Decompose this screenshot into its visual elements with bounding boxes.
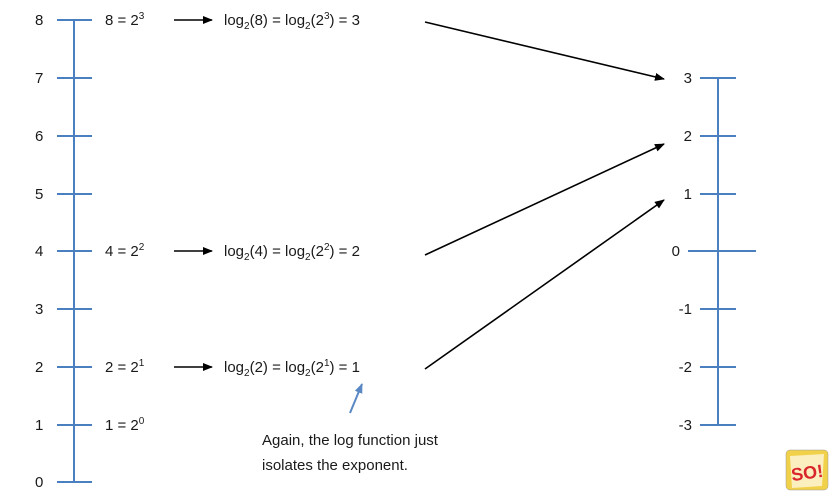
left-number-line: 8 7 6 5 4 3 2 1 0: [35, 12, 92, 491]
equation-4: 4 = 22: [105, 242, 145, 260]
note-line-2: isolates the exponent.: [262, 457, 408, 474]
right-tick-label: 0: [672, 243, 680, 260]
arrow-log4-to-2: [424, 143, 665, 256]
right-tick-label: 2: [684, 128, 692, 145]
right-tick-label: 3: [684, 70, 692, 87]
log-expression-8: log2(8) = log2(23) = 3: [224, 11, 360, 32]
arrow-log8-to-3: [424, 21, 665, 81]
note-line-1: Again, the log function just: [262, 432, 439, 449]
logo-text: SO!: [790, 461, 824, 485]
right-tick-label: -2: [679, 359, 692, 376]
right-tick-label: 1: [684, 186, 692, 203]
left-tick-label: 3: [35, 301, 43, 318]
arrow-log2-to-1: [424, 199, 665, 370]
left-tick-label: 8: [35, 12, 43, 29]
left-tick-label: 2: [35, 359, 43, 376]
right-tick-label: -1: [679, 301, 692, 318]
log-expression-2: log2(2) = log2(21) = 1: [224, 358, 360, 379]
left-tick-label: 0: [35, 474, 43, 491]
right-tick-label: -3: [679, 417, 692, 434]
log-expression-4: log2(4) = log2(22) = 2: [224, 242, 360, 263]
left-tick-label: 1: [35, 417, 43, 434]
left-tick-label: 4: [35, 243, 43, 260]
note-arrow: [349, 383, 363, 414]
brand-logo: SO!: [785, 449, 829, 491]
equation-1: 1 = 20: [105, 416, 145, 434]
left-tick-label: 7: [35, 70, 43, 87]
left-tick-label: 5: [35, 186, 43, 203]
left-tick-label: 6: [35, 128, 43, 145]
equation-8: 8 = 23: [105, 11, 145, 29]
right-number-line: 3 2 1 0 -1 -2 -3: [672, 70, 756, 434]
equation-2: 2 = 21: [105, 358, 145, 376]
